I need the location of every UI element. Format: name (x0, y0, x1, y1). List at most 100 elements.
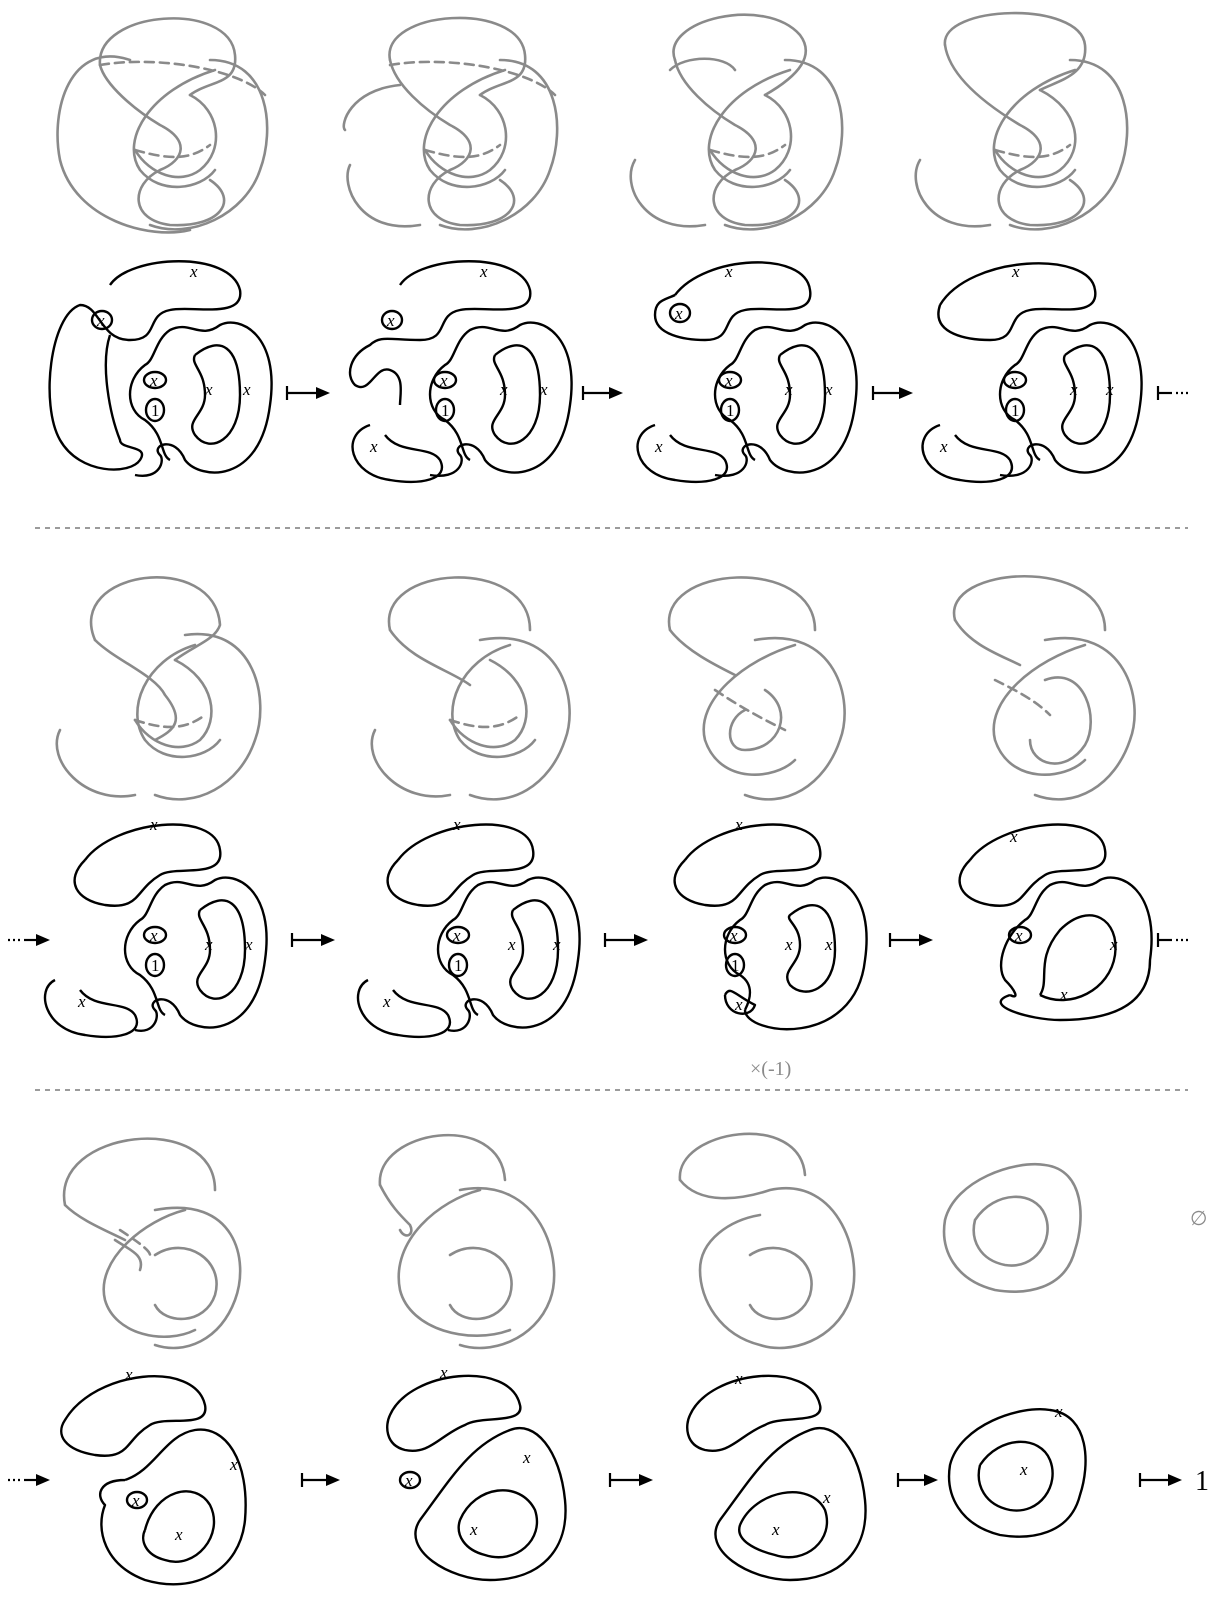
empty-set-symbol: ∅ (1190, 1208, 1207, 1230)
final-result-one: 1 (1195, 1466, 1209, 1497)
region-label-x: x (204, 380, 213, 399)
region-label-x: x (77, 992, 86, 1011)
knot-row-3 (64, 1134, 1081, 1348)
region-label-x: x (1059, 985, 1068, 1004)
region-diagram-11: x x x (687, 1369, 865, 1580)
maps-to-arrow (302, 1473, 340, 1487)
region-label-x: x (244, 935, 253, 954)
region-label-x: x (439, 1363, 448, 1382)
region-label-x: x (469, 1520, 478, 1539)
maps-to-arrow (1140, 1473, 1182, 1487)
region-label-x: x (124, 1365, 133, 1384)
knot-diagram-12 (944, 1164, 1080, 1291)
region-diagram-1: x x x 1 x x (50, 261, 272, 476)
maps-to-arrow (898, 1473, 938, 1487)
continued-arrow (8, 1474, 50, 1486)
region-label-one: 1 (441, 401, 450, 420)
knot-diagram-11 (680, 1134, 854, 1348)
region-label-one: 1 (454, 956, 463, 975)
region-diagram-10: x x x x (387, 1363, 565, 1580)
region-label-x: x (1105, 380, 1114, 399)
region-label-x: x (439, 371, 448, 390)
region-label-x: x (784, 380, 793, 399)
region-label-x: x (824, 380, 833, 399)
knot-diagram-7 (669, 577, 845, 799)
region-label-x: x (149, 815, 158, 834)
region-label-x: x (404, 1471, 413, 1490)
region-label-x: x (552, 935, 561, 954)
region-label-x: x (939, 437, 948, 456)
continued-arrow (8, 934, 50, 946)
maps-to-arrow (605, 933, 648, 947)
region-label-x: x (1009, 371, 1018, 390)
region-label-x: x (824, 935, 833, 954)
region-label-x: x (734, 995, 743, 1014)
region-diagram-3: x x x 1 x x x (638, 262, 857, 482)
region-label-x: x (131, 1491, 140, 1510)
region-label-x: x (729, 926, 738, 945)
region-label-x: x (1054, 1402, 1063, 1421)
region-label-x: x (1109, 935, 1118, 954)
knot-diagram-6 (372, 577, 570, 799)
maps-to-arrow-continued (1158, 933, 1190, 947)
region-label-one: 1 (1011, 401, 1020, 420)
region-label-x: x (174, 1525, 183, 1544)
region-label-x: x (479, 262, 488, 281)
knot-row-2 (57, 576, 1135, 799)
region-label-x: x (96, 311, 105, 330)
knot-row-1 (58, 13, 1128, 232)
region-diagram-12: x x (949, 1402, 1085, 1537)
maps-to-arrow (583, 386, 623, 400)
region-diagram-5: x x 1 x x x (45, 815, 267, 1037)
region-label-one: 1 (726, 401, 735, 420)
region-label-x: x (1011, 262, 1020, 281)
region-label-x: x (539, 380, 548, 399)
region-label-one: 1 (151, 956, 160, 975)
region-label-x: x (149, 371, 158, 390)
region-diagram-6: x x 1 x x x (358, 815, 580, 1037)
region-row-2: x x 1 x x x x x 1 x x x (45, 815, 1152, 1037)
region-label-x: x (784, 935, 793, 954)
region-label-x: x (149, 926, 158, 945)
region-label-x: x (1069, 380, 1078, 399)
maps-to-arrow (890, 933, 933, 947)
region-label-x: x (674, 304, 683, 323)
row-3-arrows (8, 1473, 1182, 1487)
region-label-x: x (734, 1369, 743, 1388)
region-label-x: x (507, 935, 516, 954)
region-label-x: x (654, 437, 663, 456)
knot-diagram-2 (344, 18, 557, 229)
maps-to-arrow (287, 386, 330, 400)
region-diagram-9: x x x x (61, 1365, 245, 1584)
region-label-x: x (1019, 1460, 1028, 1479)
region-label-x: x (1014, 926, 1023, 945)
region-label-x: x (369, 437, 378, 456)
knot-diagram-10 (380, 1135, 554, 1348)
region-label-x: x (771, 1520, 780, 1539)
region-label-x: x (1009, 827, 1018, 846)
region-diagram-8: x x x x (960, 825, 1152, 1020)
region-diagram-4: x x 1 x x x (923, 262, 1142, 482)
knot-diagram-4 (916, 13, 1127, 229)
region-label-x: x (452, 815, 461, 834)
region-row-1: x x x 1 x x x x x 1 x x x (50, 261, 1142, 482)
maps-to-arrow (610, 1473, 653, 1487)
maps-to-arrow-continued (1158, 386, 1190, 400)
maps-to-arrow (873, 386, 913, 400)
knot-diagram-5 (57, 577, 260, 799)
region-label-one: 1 (731, 956, 740, 975)
region-label-one: 1 (151, 401, 160, 420)
region-diagram-7: x x 1 x x x (675, 815, 867, 1029)
region-diagram-2: x x x 1 x x x (350, 261, 572, 482)
row-1-arrows (287, 386, 1190, 400)
knot-diagram-1 (58, 18, 268, 232)
region-label-x: x (189, 262, 198, 281)
region-label-x: x (734, 815, 743, 834)
region-label-x: x (724, 371, 733, 390)
region-label-x: x (522, 1448, 531, 1467)
region-label-x: x (386, 311, 395, 330)
region-row-3: x x x x x x x x x x x x x (61, 1363, 1085, 1584)
region-label-x: x (822, 1488, 831, 1507)
region-label-x: x (242, 380, 251, 399)
